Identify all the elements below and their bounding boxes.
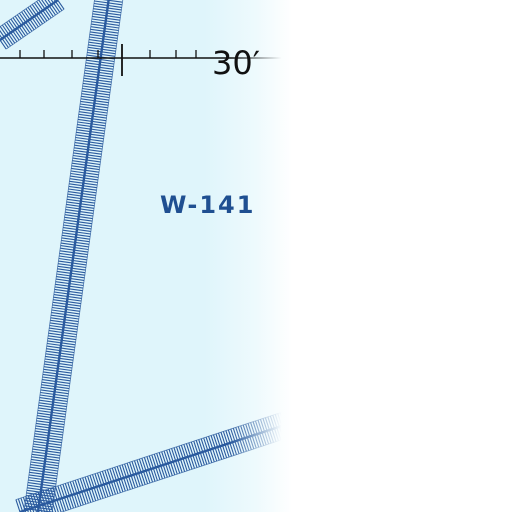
latitude-tick-line	[0, 44, 300, 76]
boundary-bottom	[15, 407, 305, 512]
boundary-bottom-centerline	[19, 418, 301, 512]
warning-area-label: W-141	[160, 191, 255, 219]
boundary-long-diagonal-edge	[23, 0, 95, 511]
boundary-long-diagonal	[23, 0, 124, 512]
boundary-long-diagonal-centerline	[36, 0, 110, 512]
boundary-bottom-edge	[15, 407, 297, 500]
boundary-top-left	[0, 0, 65, 50]
boundary-top-left-edge	[0, 0, 40, 28]
special-use-airspace-boundaries	[0, 0, 305, 512]
boundary-long-diagonal-edge	[51, 0, 124, 512]
boundary-top-left-centerline	[0, 0, 59, 41]
boundary-top-left-edge	[5, 8, 65, 50]
minute-label: 30′	[212, 44, 260, 82]
boundary-bottom-edge	[60, 432, 305, 512]
